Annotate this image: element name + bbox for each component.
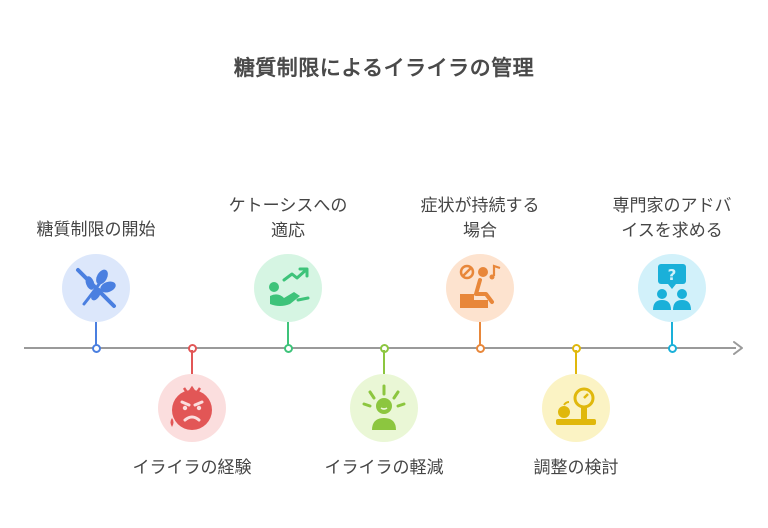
step-7-marker: [668, 344, 677, 353]
step-4-connector: [383, 350, 385, 374]
step-5-label: 症状が持続する 場合: [420, 196, 540, 241]
frustrated-person-icon: [459, 264, 501, 308]
step-1-marker: [92, 344, 101, 353]
step-2-connector: [191, 350, 193, 374]
step-1-connector: [95, 322, 97, 347]
step-6-icon-circle: [542, 374, 610, 442]
angry-face-icon: [170, 385, 212, 430]
exercise-trend-icon: [269, 267, 310, 306]
consult-expert-icon: ?: [653, 264, 691, 310]
step-4-icon-circle: [350, 374, 418, 442]
step-6-label: 調整の検討: [533, 458, 619, 478]
step-5-marker: [476, 344, 485, 353]
step-5-icon-circle: [446, 254, 514, 322]
timeline-arrowhead-icon: [733, 341, 743, 355]
step-7-label: 専門家のアドバ イスを求める: [612, 196, 732, 241]
svg-text:?: ?: [668, 266, 677, 284]
no-grain-icon: [76, 268, 116, 308]
relieved-person-icon: [362, 384, 406, 430]
step-3-marker: [284, 344, 293, 353]
step-5-connector: [479, 322, 481, 347]
step-4-label: イライラの軽減: [324, 458, 444, 478]
step-1-label: 糖質制限の開始: [36, 220, 156, 240]
scale-apple-icon: [556, 387, 596, 425]
diagram-title: 糖質制限によるイライラの管理: [233, 56, 535, 80]
step-3-icon-circle: [254, 254, 322, 322]
step-7-icon-circle: ?: [638, 254, 706, 322]
step-6-connector: [575, 350, 577, 374]
step-3-label: ケトーシスへの 適応: [228, 196, 348, 241]
step-2-icon-circle: [158, 374, 226, 442]
step-2-label: イライラの経験: [132, 458, 252, 478]
step-3-connector: [287, 322, 289, 347]
step-7-connector: [671, 322, 673, 347]
step-1-icon-circle: [62, 254, 130, 322]
